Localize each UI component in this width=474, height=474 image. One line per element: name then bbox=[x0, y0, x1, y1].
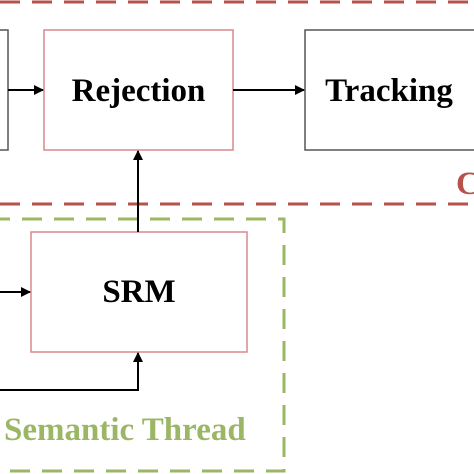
upper-group-label: C bbox=[456, 166, 474, 202]
tracking-label: Tracking bbox=[325, 73, 453, 109]
arrow-bottom-to-srm bbox=[0, 352, 143, 391]
semantic-thread-label: Semantic Thread bbox=[4, 412, 246, 448]
rejection-label: Rejection bbox=[72, 73, 206, 109]
upper-group-label-bg bbox=[452, 162, 474, 202]
srm-node bbox=[30, 231, 248, 353]
rejection-node bbox=[43, 29, 234, 151]
tracking-node bbox=[304, 29, 474, 151]
left-partial-node bbox=[0, 29, 9, 151]
srm-label: SRM bbox=[102, 274, 175, 310]
